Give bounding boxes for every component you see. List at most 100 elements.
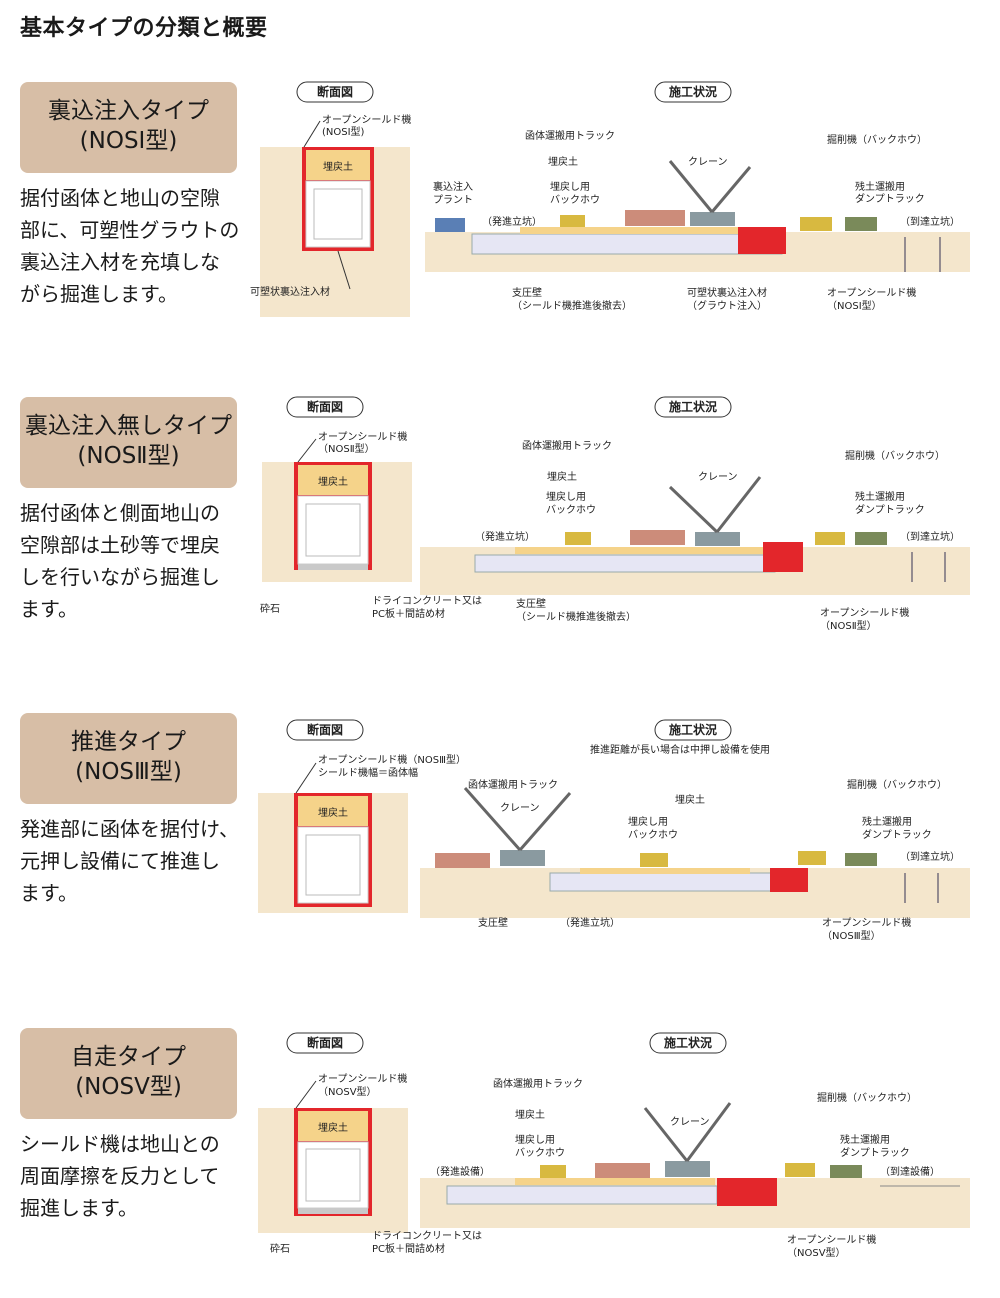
construction-label: 施工状況 [669,722,717,737]
diagram: 断面図 埋戻土 オープンシールド機 （NOSⅡ型） 砕石 ドライコンクリート又は… [250,392,990,642]
svg-text:バックホウ: バックホウ [515,1147,565,1159]
svg-text:埋戻土: 埋戻土 [675,793,705,806]
svg-text:バックホウ: バックホウ [628,829,678,841]
crane [665,1161,710,1177]
truck [595,1163,650,1178]
svg-text:ダンプトラック: ダンプトラック [840,1146,910,1159]
backhoe [565,532,591,545]
svg-text:砕石: 砕石 [270,1243,290,1255]
svg-text:オープンシールド機: オープンシールド機 [322,113,411,126]
svg-text:埋戻土: 埋戻土 [515,1108,545,1121]
svg-text:（NOSⅠ型）: （NOSⅠ型） [827,299,882,312]
svg-text:（発進立坑）: （発進立坑） [482,215,542,228]
excavator [785,1163,815,1177]
dump-truck [845,217,877,231]
shield-machine [763,542,803,572]
svg-text:掘削機（バックホウ）: 掘削機（バックホウ） [817,1091,917,1104]
backhoe [540,1165,566,1178]
type-badge: 自走タイプ (NOSV型) [20,1028,237,1119]
excavator [798,851,826,865]
excavator [815,532,845,545]
cross-section-label: 断面図 [307,399,343,414]
dump-truck [855,532,887,545]
svg-text:残土運搬用: 残土運搬用 [855,490,905,503]
svg-text:支圧壁: 支圧壁 [516,597,546,610]
svg-text:砕石: 砕石 [260,603,280,615]
grout-plant [435,218,465,232]
svg-text:（発進設備）: （発進設備） [430,1165,490,1178]
truck [625,210,685,226]
type-description: 据付函体と地山の空隙 部に、可塑性グラウトの 裏込注入材を充填しな がら掘進しま… [20,182,250,310]
svg-text:オープンシールド機（NOSⅢ型）: オープンシールド機（NOSⅢ型） [318,753,466,766]
svg-text:シールド機幅＝函体幅: シールド機幅＝函体幅 [318,766,418,779]
diagram: 断面図 埋戻土 オープンシールド機 (NOSⅠ型) 可塑状裏込注入材 施工状況 … [250,77,990,327]
svg-text:（シールド機推進後撤去）: （シールド機推進後撤去） [512,299,632,312]
svg-text:埋戻し用: 埋戻し用 [546,490,586,503]
type-badge: 裏込注入タイプ (NOSⅠ型) [20,82,237,173]
svg-text:可塑状裏込注入材: 可塑状裏込注入材 [687,286,767,299]
svg-text:（到達立坑）: （到達立坑） [900,850,960,863]
backhoe [560,215,585,227]
svg-text:バックホウ: バックホウ [546,504,596,516]
svg-text:裏込注入: 裏込注入 [433,180,473,193]
svg-text:可塑状裏込注入材: 可塑状裏込注入材 [250,285,330,298]
shield-machine [770,868,808,892]
svg-text:（発進立坑）: （発進立坑） [475,530,535,543]
type-model: (NOSⅠ型) [20,126,237,156]
svg-text:ドライコンクリート又は: ドライコンクリート又は [372,595,482,607]
svg-text:埋戻土: 埋戻土 [318,1121,348,1134]
crane [695,532,740,546]
svg-text:埋戻し用: 埋戻し用 [628,815,668,828]
svg-text:函体運搬用トラック: 函体運搬用トラック [468,778,558,791]
dump-truck [845,853,877,866]
diagram: 断面図 埋戻土 オープンシールド機（NOSⅢ型） シールド機幅＝函体幅 施工状況… [250,708,990,958]
svg-text:掘削機（バックホウ）: 掘削機（バックホウ） [827,133,927,146]
cross-section-label: 断面図 [307,722,343,737]
svg-text:掘削機（バックホウ）: 掘削機（バックホウ） [847,778,947,791]
type-badge: 裏込注入無しタイプ (NOSⅡ型) [20,397,237,488]
svg-text:残土運搬用: 残土運搬用 [855,180,905,193]
svg-text:クレーン: クレーン [688,156,728,168]
section-nos1: 裏込注入タイプ (NOSⅠ型) 据付函体と地山の空隙 部に、可塑性グラウトの 裏… [0,82,1000,352]
crane [500,850,545,866]
svg-text:残土運搬用: 残土運搬用 [862,815,912,828]
svg-text:埋戻土: 埋戻土 [548,155,578,168]
svg-text:ダンプトラック: ダンプトラック [862,828,932,841]
section-nos2: 裏込注入無しタイプ (NOSⅡ型) 据付函体と側面地山の 空隙部は土砂等で埋戻 … [0,397,1000,667]
type-badge: 推進タイプ (NOSⅢ型) [20,713,237,804]
svg-text:埋戻土: 埋戻土 [318,806,348,819]
svg-text:(NOSⅠ型): (NOSⅠ型) [322,125,365,138]
backhoe [640,853,668,867]
svg-text:（NOSⅢ型）: （NOSⅢ型） [822,929,881,942]
construction-label: 施工状況 [669,84,717,99]
svg-text:クレーン: クレーン [698,471,738,483]
svg-text:オープンシールド機: オープンシールド機 [822,916,911,929]
svg-text:（到達設備）: （到達設備） [880,1165,940,1178]
svg-text:バックホウ: バックホウ [550,194,600,206]
svg-text:クレーン: クレーン [500,802,540,814]
svg-text:支圧壁: 支圧壁 [512,286,542,299]
svg-text:PC板＋間詰め材: PC板＋間詰め材 [372,1242,445,1255]
shield-machine [717,1178,777,1206]
svg-text:（発進立坑）: （発進立坑） [560,916,620,929]
culvert-row [550,873,775,891]
culvert-row [447,1186,717,1204]
svg-text:函体運搬用トラック: 函体運搬用トラック [522,439,612,452]
cross-section-label: 断面図 [317,84,353,99]
svg-text:（NOSⅡ型）: （NOSⅡ型） [318,442,375,455]
svg-text:（シールド機推進後撤去）: （シールド機推進後撤去） [516,610,636,623]
svg-text:埋戻土: 埋戻土 [323,160,353,173]
type-model: (NOSV型) [20,1072,237,1102]
type-title: 裏込注入無しタイプ [20,411,237,441]
svg-text:埋戻し用: 埋戻し用 [550,180,590,193]
svg-text:PC板＋間詰め材: PC板＋間詰め材 [372,607,445,620]
note: 推進距離が長い場合は中押し設備を使用 [590,743,770,756]
shield-machine [738,227,786,254]
svg-text:（グラウト注入）: （グラウト注入） [687,299,767,312]
svg-text:支圧壁: 支圧壁 [478,916,508,929]
type-title: 推進タイプ [20,727,237,757]
svg-text:残土運搬用: 残土運搬用 [840,1133,890,1146]
type-model: (NOSⅡ型) [20,441,237,471]
type-description: 発進部に函体を据付け、 元押し設備にて推進し ます。 [20,813,250,909]
dump-truck [830,1165,862,1178]
